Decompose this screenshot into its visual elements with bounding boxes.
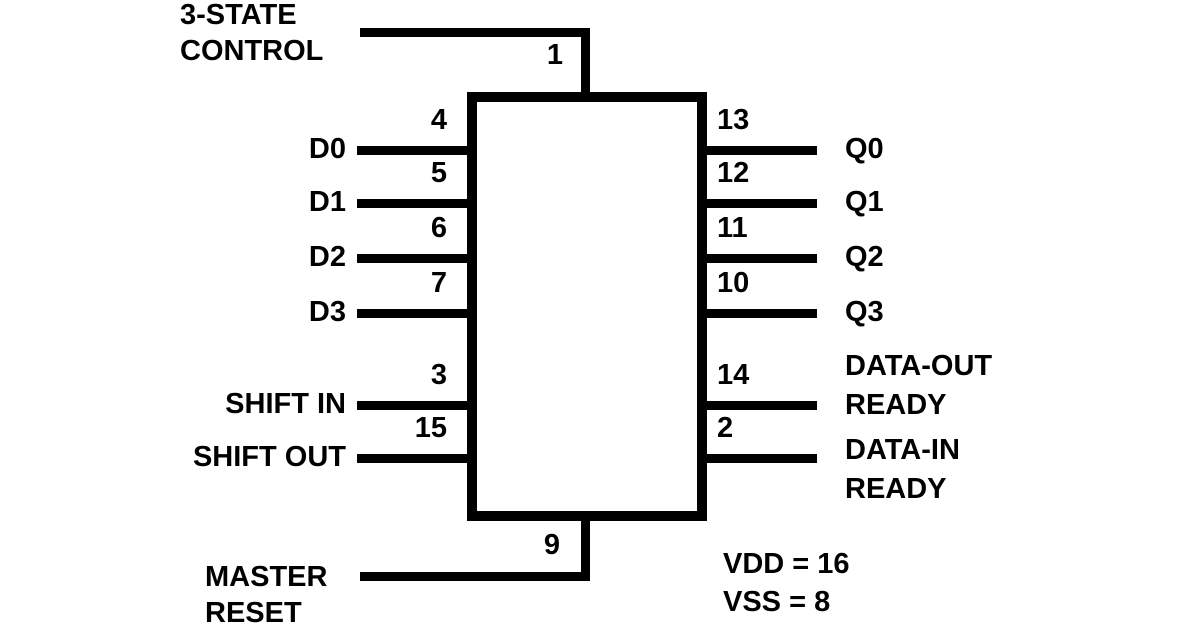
note-vss: VSS = 8 [723,586,831,618]
pin-label-d0: D0 [308,133,346,165]
pin15-wire [357,454,467,463]
note-vdd: VDD = 16 [723,548,850,580]
pin9-wire-vertical [581,519,590,581]
pin9-label-line1: MASTER [205,561,328,593]
pin12-wire [707,199,817,208]
pin3-number: 3 [430,359,447,391]
pin14-number: 14 [717,359,750,391]
pin9-label-line2: RESET [205,597,302,629]
pin13-number: 13 [717,104,750,136]
pin9-wire-horizontal [360,572,590,581]
pin5-wire [357,199,467,208]
pin11-wire [707,254,817,263]
pin7-wire [357,309,467,318]
pin10-number: 10 [717,267,750,299]
pin-label-q0: Q0 [845,133,884,165]
pin-label-data-in-ready: DATA-IN READY [845,431,960,509]
pin15-number: 15 [414,412,447,444]
chip-body [467,92,707,521]
pin6-number: 6 [430,212,447,244]
pin14-wire [707,401,817,410]
pin6-wire [357,254,467,263]
pin2-wire [707,454,817,463]
pin3-wire [357,401,467,410]
pin-label-q1: Q1 [845,186,884,218]
pin4-wire [357,146,467,155]
pin10-wire [707,309,817,318]
pin-label-data-out-line2: READY [845,389,947,421]
pin1-label-line1: 3-STATE [180,0,297,31]
pin-label-data-out-line1: DATA-OUT [845,350,993,382]
pin4-number: 4 [430,104,447,136]
pin12-number: 12 [717,157,750,189]
pin13-wire [707,146,817,155]
pin1-number: 1 [546,39,563,71]
pin-label-shift-in: SHIFT IN [225,388,346,420]
pin-label-data-in-line1: DATA-IN [845,434,960,466]
pin7-number: 7 [430,267,447,299]
pin-label-data-in-line2: READY [845,473,947,505]
pin-label-d2: D2 [308,241,346,273]
pin-label-q3: Q3 [845,296,884,328]
pin1-label: 3-STATE CONTROL [180,0,323,69]
pin-label-data-out-ready: DATA-OUT READY [845,347,992,425]
pin1-wire-horizontal [360,28,590,37]
pin5-number: 5 [430,157,447,189]
pin9-label: MASTER RESET [205,559,327,630]
pin-label-d1: D1 [308,186,346,218]
pin1-label-line2: CONTROL [180,35,324,67]
pin-label-d3: D3 [308,296,346,328]
pin2-number: 2 [717,412,734,444]
pin-label-q2: Q2 [845,241,884,273]
pin9-number: 9 [543,529,560,561]
pin1-wire-vertical [581,28,590,92]
pin11-number: 11 [717,212,748,244]
pin-label-shift-out: SHIFT OUT [192,441,346,473]
